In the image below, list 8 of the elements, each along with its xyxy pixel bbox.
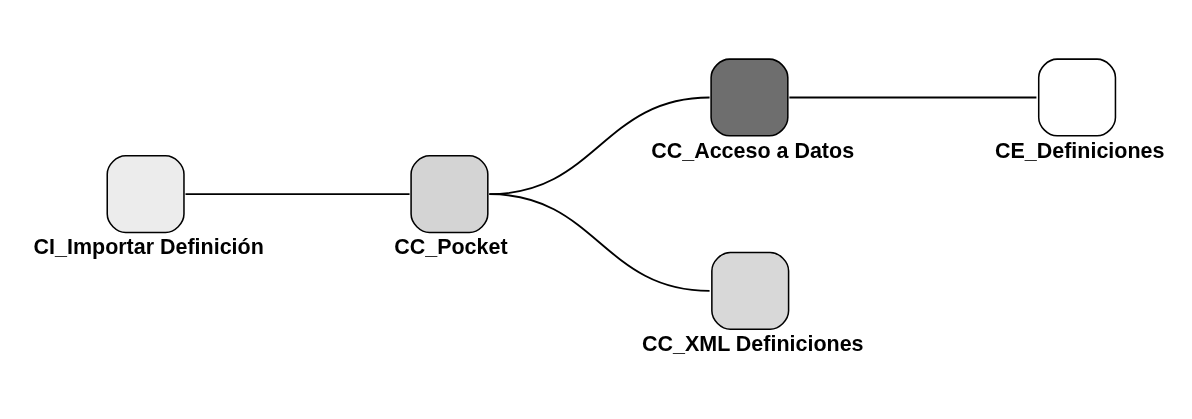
node-label: CE_Definiciones bbox=[994, 138, 1165, 163]
connector bbox=[184, 193, 411, 196]
node-label: CC_Pocket bbox=[394, 235, 508, 260]
node-label: CC_Acceso a Datos bbox=[651, 138, 855, 163]
node-label: CI_Importar Definición bbox=[33, 235, 264, 260]
connector bbox=[488, 193, 711, 292]
node-label: CC_XML Definiciones bbox=[642, 331, 864, 356]
connector bbox=[788, 96, 1038, 99]
